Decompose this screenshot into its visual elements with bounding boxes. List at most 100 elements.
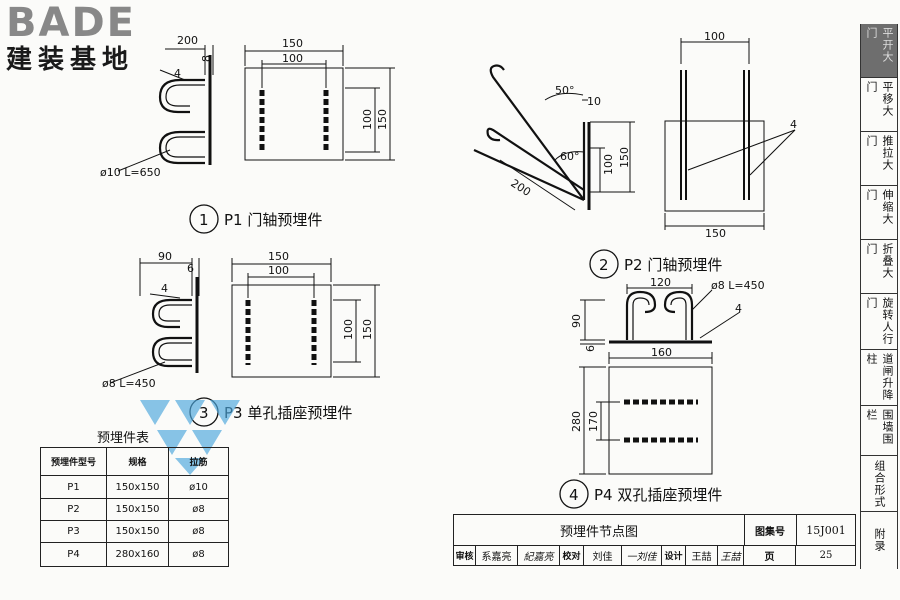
design-label: 设计 (662, 545, 686, 566)
cell-spec: 280x160 (107, 543, 169, 566)
title-block-top-row: 预埋件节点图 图集号 15J001 (454, 515, 855, 546)
p2-number: 2 (599, 256, 609, 274)
cell-model: P4 (41, 543, 107, 566)
review-name: 系嘉亮 (476, 545, 518, 566)
bade-logo: BADE 建装基地 (6, 2, 181, 82)
p2-dim-w-bottom: 150 (705, 227, 726, 240)
tab-appendix[interactable]: 附录 (873, 528, 886, 552)
p1-circle (189, 204, 219, 234)
p4-plan (579, 352, 713, 475)
table-row: P4 280x160 ø8 (41, 543, 228, 566)
p4-dim-w-top: 120 (650, 276, 671, 289)
cell-model: P3 (41, 521, 107, 542)
p3-dim-w-top: 90 (158, 250, 172, 263)
atlas-label: 图集号 (744, 515, 797, 545)
p2-dim-angle2: 60° (560, 150, 580, 163)
p1-label: P1 门轴预埋件 (224, 211, 322, 229)
p3-number: 3 (199, 404, 209, 422)
design-name: 王喆 (686, 545, 718, 566)
logo-word: BADE (6, 0, 136, 46)
watermark-logo (140, 400, 240, 475)
p4-bar-spec: ø8 L=450 (711, 279, 765, 292)
p4-dim-t: 6 (584, 345, 597, 352)
p4-circle (559, 479, 589, 509)
sheet-title: 预埋件节点图 (454, 515, 745, 545)
tab-barrier-bollard[interactable]: 道闸升降柱 (861, 350, 897, 406)
p1-dim-t: 8 (200, 55, 213, 62)
p1-dim-w-inner: 100 (282, 52, 303, 65)
p3-dim-w-outer: 150 (268, 250, 289, 263)
tab-revolving-door[interactable]: 旋转人行门 (861, 294, 897, 350)
atlas-number: 15J001 (806, 523, 846, 537)
p4-dim-h-outer: 280 (570, 411, 583, 432)
tab-sliding-gate[interactable]: 平移大门 (861, 78, 897, 132)
p1-section (117, 45, 214, 172)
p4-leader-label: 4 (735, 302, 742, 315)
header-rebar: 拉筋 (189, 458, 208, 468)
cell-spec: 150x150 (107, 499, 169, 520)
p2-plan (664, 38, 796, 230)
page-number: 25 (819, 550, 833, 561)
cell-rebar: ø10 (189, 481, 208, 493)
p2-dim-h-outer: 150 (618, 147, 631, 168)
p2-section (473, 64, 635, 211)
p2-dim-t: 10 (587, 95, 601, 108)
p2-dim-angle1: 50° (555, 84, 575, 97)
tab-wall-fence[interactable]: 围墙围栏 (861, 406, 897, 456)
p3-dim-w-inner: 100 (268, 264, 289, 277)
title-block: 预埋件节点图 图集号 15J001 审核 系嘉亮 紀嘉亮 校对 刘佳 一刘佳 设… (453, 514, 856, 566)
header-model: 预埋件型号 (41, 448, 107, 475)
p1-dim-w-top: 200 (177, 34, 198, 47)
tab-swing-gate[interactable]: 平开大门 (861, 24, 897, 78)
p3-plan (231, 258, 380, 378)
p4-dim-h: 90 (570, 314, 583, 328)
p3-bar-spec: ø8 L=450 (102, 377, 156, 390)
parts-table: 预埋件型号 规格 拉筋 P1 150x150 ø10 P2 150x150 ø8… (40, 447, 229, 567)
p3-leader-label: 4 (161, 282, 168, 295)
check-signature: 一刘佳 (622, 545, 662, 566)
p3-section (109, 258, 200, 384)
p3-dim-t: 6 (187, 262, 194, 275)
design-signature: 王喆 (718, 545, 744, 566)
table-row: P3 150x150 ø8 (41, 521, 228, 543)
p4-label: P4 双孔插座预埋件 (594, 486, 722, 504)
tab-combination[interactable]: 组合形式 (861, 456, 897, 512)
p4-dim-w-plate: 160 (651, 346, 672, 359)
p1-leader-label: 4 (174, 67, 181, 80)
p3-dim-h-outer: 150 (361, 319, 374, 340)
p1-dim-w-outer: 150 (282, 37, 303, 50)
p1-dim-h-outer: 150 (376, 109, 389, 130)
cell-spec: 150x150 (107, 476, 169, 498)
p4-section (580, 284, 741, 345)
p2-dim-w-top: 100 (704, 30, 725, 43)
tab-folding-gate[interactable]: 折叠大门 (861, 240, 897, 294)
p2-circle (589, 249, 619, 279)
logo-chinese: 建装基地 (6, 45, 135, 75)
page-label: 页 (744, 545, 796, 566)
p1-bar-spec: ø10 L=650 (100, 166, 161, 179)
p1-number: 1 (199, 211, 209, 229)
review-label: 审核 (454, 545, 476, 566)
p4-dim-h-inner: 170 (587, 411, 600, 432)
chapter-tabs: 平开大门 平移大门 推拉大门 伸缩大门 折叠大门 旋转人行门 道闸升降柱 围墙围… (860, 24, 898, 569)
p1-plan (244, 45, 395, 161)
p2-dim-h-inner: 100 (602, 154, 615, 175)
check-label: 校对 (560, 545, 584, 566)
p2-label: P2 门轴预埋件 (624, 256, 722, 274)
review-signature: 紀嘉亮 (518, 545, 560, 566)
p3-dim-h-inner: 100 (342, 319, 355, 340)
tab-retractable-gate[interactable]: 伸缩大门 (861, 186, 897, 240)
tab-push-pull-gate[interactable]: 推拉大门 (861, 132, 897, 186)
cell-model: P2 (41, 499, 107, 520)
header-spec: 规格 (107, 448, 169, 475)
table-row: P2 150x150 ø8 (41, 499, 228, 521)
parts-table-header: 预埋件型号 规格 拉筋 (41, 448, 228, 476)
check-name: 刘佳 (584, 545, 622, 566)
cell-rebar: ø8 (192, 504, 205, 515)
table-row: P1 150x150 ø10 (41, 476, 228, 499)
cell-model: P1 (41, 476, 107, 498)
cell-spec: 150x150 (107, 521, 169, 542)
cell-rebar: ø8 (192, 549, 205, 560)
